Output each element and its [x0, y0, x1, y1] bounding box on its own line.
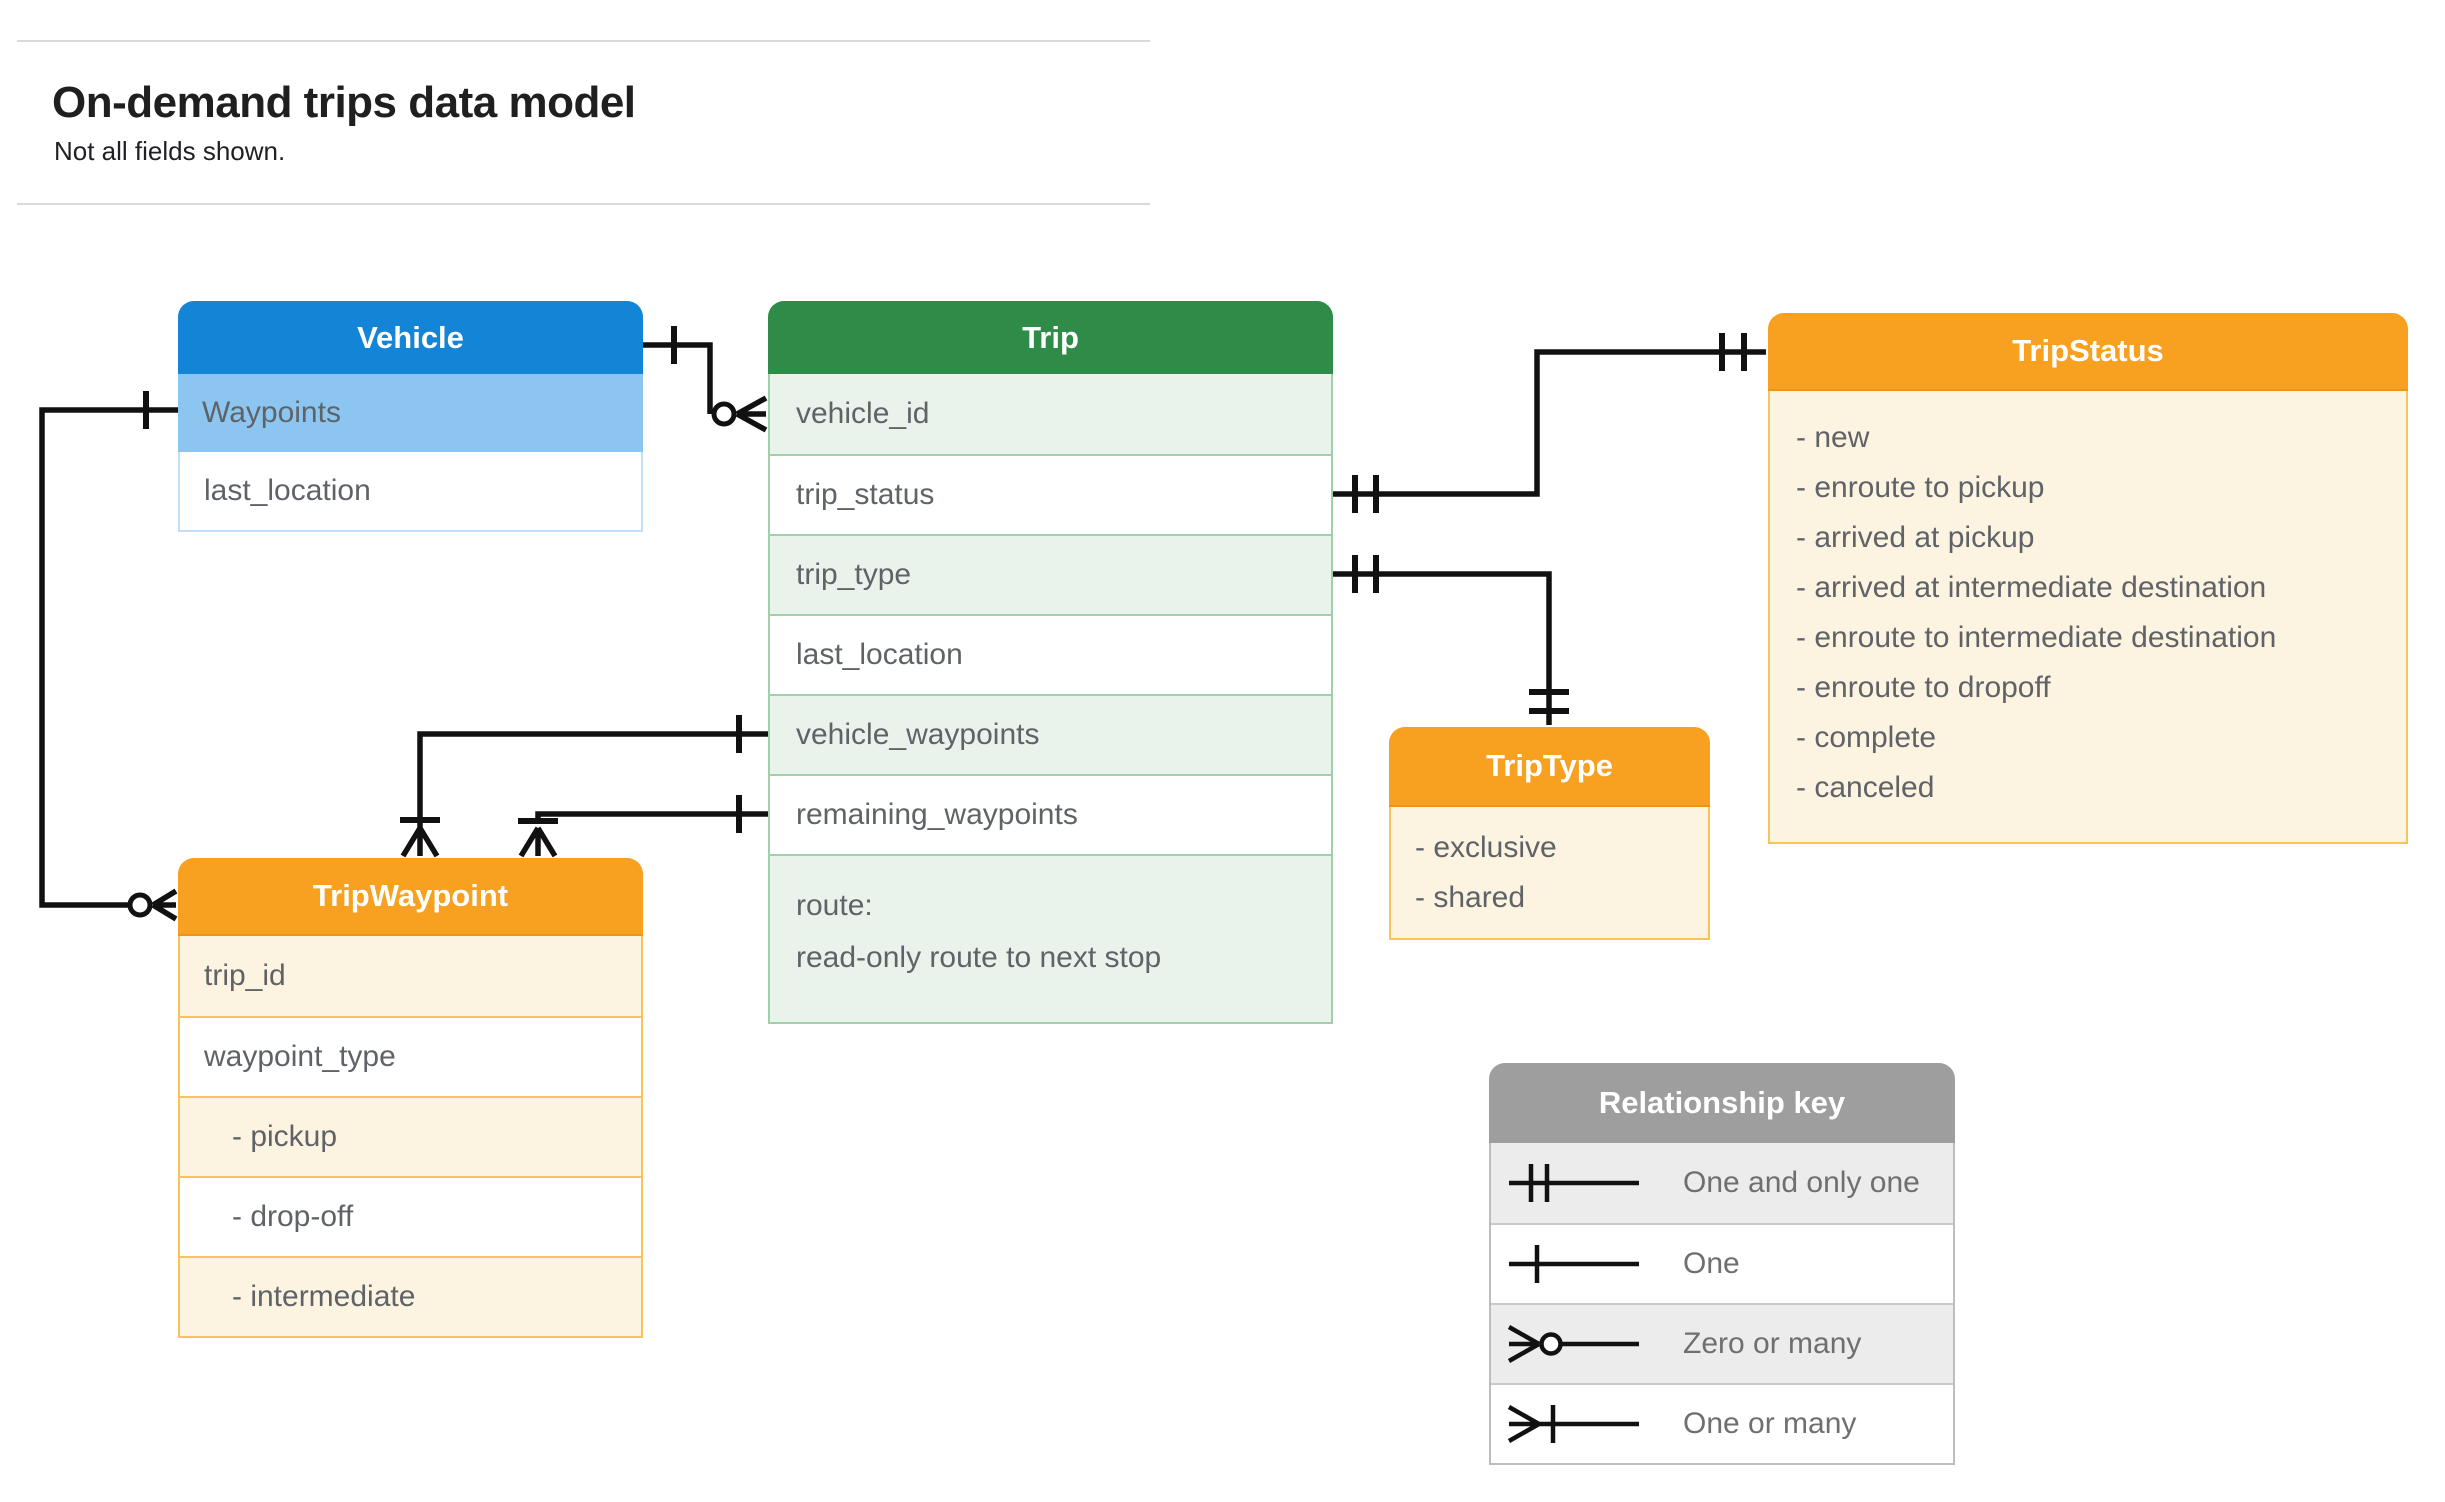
tripwaypoint-field-waypoint-type: waypoint_type: [180, 1016, 641, 1096]
tripstatus-value: - enroute to pickup: [1796, 471, 2045, 504]
field-label: remaining_waypoints: [796, 798, 1078, 831]
page-title: On-demand trips data model: [52, 78, 636, 127]
field-label: vehicle_waypoints: [796, 718, 1040, 751]
legend-label: One or many: [1683, 1407, 1857, 1440]
entity-triptype: TripType - exclusive - shared: [1389, 727, 1710, 940]
entity-triptype-title: TripType: [1389, 727, 1710, 807]
field-label: trip_type: [796, 558, 912, 591]
legend-label: One: [1683, 1247, 1740, 1280]
field-label: route:: [796, 889, 873, 922]
tripstatus-value: - arrived at intermediate destination: [1796, 571, 2267, 604]
field-label: last_location: [204, 474, 371, 507]
tripstatus-value: - enroute to dropoff: [1796, 671, 2051, 704]
connector-remaining-waypoints-to-tripwaypoint: [518, 795, 768, 858]
tripstatus-value: - arrived at pickup: [1796, 521, 2035, 554]
page-subtitle: Not all fields shown.: [54, 136, 286, 166]
field-label: trip_id: [204, 959, 286, 992]
tripwaypoint-value-pickup: - pickup: [180, 1096, 641, 1176]
trip-field-vehicle-waypoints: vehicle_waypoints: [770, 694, 1331, 774]
connector-vehicle-to-trip: [641, 326, 768, 433]
field-label: vehicle_id: [796, 397, 930, 430]
tripstatus-value: - canceled: [1796, 771, 1935, 804]
relationship-key-title: Relationship key: [1489, 1063, 1955, 1143]
connector-vehicle-waypoints-to-tripwaypoint: [400, 715, 768, 858]
field-label: waypoint_type: [204, 1040, 396, 1073]
entity-trip-title: Trip: [768, 301, 1333, 374]
enum-label: - intermediate: [232, 1280, 416, 1313]
legend-row-zero-or-many: Zero or many: [1491, 1303, 1953, 1383]
trip-field-vehicle-id: vehicle_id: [770, 374, 1331, 454]
legend-label: One and only one: [1683, 1166, 1920, 1199]
tripwaypoint-value-intermediate: - intermediate: [180, 1256, 641, 1336]
one-symbol: [1507, 1236, 1647, 1292]
entity-tripstatus-title: TripStatus: [1768, 313, 2408, 391]
entity-trip: Trip vehicle_id trip_status trip_type la…: [768, 301, 1333, 1024]
trip-field-route: route: read-only route to next stop: [770, 854, 1331, 1022]
divider-bottom: [17, 203, 1150, 205]
connector-trip-to-triptype: [1333, 555, 1569, 725]
vehicle-field-last-location: last_location: [180, 452, 641, 530]
one-and-only-one-symbol: [1507, 1155, 1647, 1211]
triptype-value: - shared: [1415, 881, 1526, 914]
entity-tripstatus: TripStatus - new - enroute to pickup - a…: [1768, 313, 2408, 844]
trip-field-remaining-waypoints: remaining_waypoints: [770, 774, 1331, 854]
field-label: trip_status: [796, 478, 935, 511]
divider-top: [17, 40, 1150, 42]
legend-row-one: One: [1491, 1223, 1953, 1303]
tripwaypoint-field-trip-id: trip_id: [180, 936, 641, 1016]
field-label: last_location: [796, 638, 963, 671]
one-or-many-symbol: [1507, 1396, 1647, 1452]
field-label: Waypoints: [202, 396, 341, 429]
trip-field-trip-type: trip_type: [770, 534, 1331, 614]
entity-tripwaypoint-title: TripWaypoint: [178, 858, 643, 936]
tripstatus-value: - complete: [1796, 721, 1937, 754]
entity-tripwaypoint: TripWaypoint trip_id waypoint_type - pic…: [178, 858, 643, 1338]
field-description: read-only route to next stop: [796, 941, 1162, 974]
entity-vehicle: Vehicle Waypoints last_location: [178, 301, 643, 532]
trip-field-last-location: last_location: [770, 614, 1331, 694]
vehicle-field-waypoints: Waypoints: [178, 374, 643, 452]
connector-trip-to-tripstatus: [1333, 333, 1766, 513]
tripstatus-value: - new: [1796, 421, 1870, 454]
entity-vehicle-title: Vehicle: [178, 301, 643, 374]
trip-field-trip-status: trip_status: [770, 454, 1331, 534]
enum-label: - drop-off: [232, 1200, 354, 1233]
legend-row-one-or-many: One or many: [1491, 1383, 1953, 1463]
tripwaypoint-value-drop-off: - drop-off: [180, 1176, 641, 1256]
relationship-key: Relationship key One and only one One: [1489, 1063, 1955, 1465]
connector-vehicle-to-tripwaypoint: [39, 391, 178, 922]
enum-label: - pickup: [232, 1120, 338, 1153]
legend-label: Zero or many: [1683, 1327, 1862, 1360]
legend-row-one-and-only-one: One and only one: [1491, 1143, 1953, 1223]
triptype-value: - exclusive: [1415, 831, 1557, 864]
zero-or-many-symbol: [1507, 1316, 1647, 1372]
tripstatus-value: - enroute to intermediate destination: [1796, 621, 2277, 654]
